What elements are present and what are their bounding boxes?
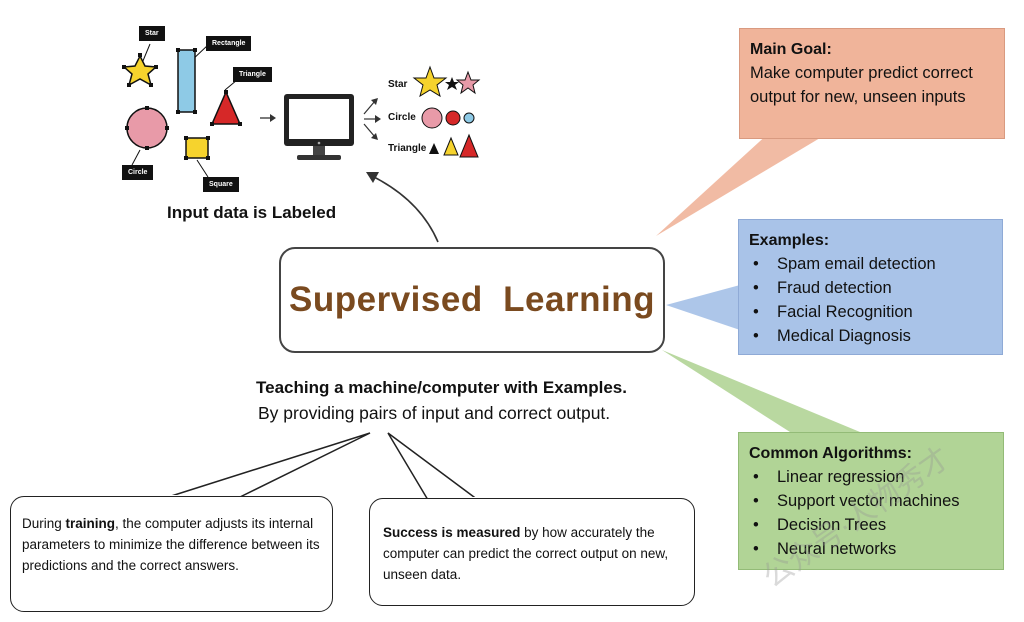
output-star-large-icon <box>412 65 448 98</box>
star-tag: Star <box>139 26 165 41</box>
output-star-small-icon <box>445 77 459 90</box>
training-text-pre: During <box>22 516 66 531</box>
algorithms-callout-pointer <box>662 350 860 432</box>
triangle-tag: Triangle <box>233 67 272 82</box>
training-bubble-tail <box>164 432 371 499</box>
main-goal-title: Main Goal: <box>750 41 832 58</box>
curved-arrow-head <box>366 172 379 183</box>
output-label-triangle: Triangle <box>388 143 427 154</box>
output-star-pink-icon <box>455 70 481 95</box>
output-circle-small-icon <box>463 112 475 124</box>
teaching-subtext: By providing pairs of input and correct … <box>258 403 611 423</box>
algorithms-panel: Common Algorithms: Linear regression Sup… <box>738 432 1004 570</box>
output-triangle-large-icon <box>459 133 479 158</box>
list-item: Medical Diagnosis <box>749 324 992 348</box>
output-label-star: Star <box>388 79 408 90</box>
list-item: Decision Trees <box>749 513 993 537</box>
list-item: Facial Recognition <box>749 300 992 324</box>
success-bubble-tail <box>387 432 479 501</box>
list-item: Spam email detection <box>749 252 992 276</box>
star-shape <box>122 54 158 87</box>
input-caption: Input data is Labeled <box>167 203 337 222</box>
output-triangle-medium-icon <box>443 136 459 156</box>
center-title: Supervised Learning <box>289 280 655 319</box>
rectangle-shape <box>177 49 196 113</box>
center-title-box: Supervised Learning <box>279 247 665 353</box>
algorithms-list: Linear regression Support vector machine… <box>749 465 993 561</box>
examples-callout-pointer <box>666 285 740 330</box>
success-text-bold: Success is measured <box>383 525 521 540</box>
output-label-circle: Circle <box>388 112 416 123</box>
list-item: Fraud detection <box>749 276 992 300</box>
main-goal-panel: Main Goal: Make computer predict correct… <box>739 28 1005 139</box>
square-tag: Square <box>203 177 239 192</box>
success-text-post: by how accurately the computer can predi… <box>383 525 669 582</box>
algorithms-title: Common Algorithms: <box>749 445 912 462</box>
circle-tag: Circle <box>122 165 154 180</box>
training-text-post: , the computer adjusts its internal para… <box>22 516 320 573</box>
training-text-bold: training <box>65 516 116 531</box>
success-bubble: Success is measured by how accurately th… <box>369 498 695 606</box>
rectangle-tag: Rectangle <box>206 36 252 51</box>
list-item: Neural networks <box>749 537 993 561</box>
teaching-heading: Teaching a machine/computer with Example… <box>256 378 627 397</box>
computer-monitor-icon <box>284 94 354 160</box>
list-item: Linear regression <box>749 465 993 489</box>
triangle-shape <box>210 90 242 125</box>
examples-panel: Examples: Spam email detection Fraud det… <box>738 219 1003 355</box>
circle-shape <box>126 107 168 149</box>
goal-callout-pointer <box>656 132 830 236</box>
output-circle-medium-icon <box>445 110 461 126</box>
curved-arrow <box>371 175 439 243</box>
main-goal-text: Make computer predict correct output for… <box>750 64 973 106</box>
output-triangle-small-icon <box>429 143 439 154</box>
examples-title: Examples: <box>749 232 830 249</box>
examples-list: Spam email detection Fraud detection Fac… <box>749 252 992 348</box>
training-bubble: During training, the computer adjusts it… <box>10 496 333 612</box>
square-shape <box>185 137 209 159</box>
list-item: Support vector machines <box>749 489 993 513</box>
output-circle-large-icon <box>421 107 443 129</box>
